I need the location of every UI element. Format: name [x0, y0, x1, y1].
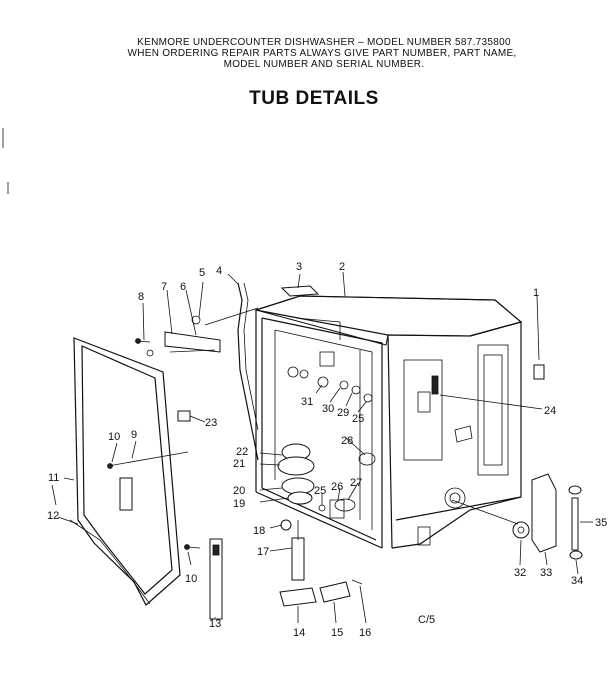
callout-17: 17 — [257, 546, 269, 558]
header-line-1: KENMORE UNDERCOUNTER DISHWASHER – MODEL … — [137, 37, 511, 48]
header-line-2: WHEN ORDERING REPAIR PARTS ALWAYS GIVE P… — [127, 48, 517, 59]
callout-10b: 10 — [185, 573, 197, 585]
callout-13: 13 — [209, 618, 221, 630]
callout-2: 2 — [339, 261, 345, 273]
callout-22: 22 — [236, 446, 248, 458]
callout-20: 20 — [233, 485, 245, 497]
callout-27: 27 — [350, 477, 362, 489]
tub-gasket-strip — [237, 282, 259, 461]
callout-7: 7 — [161, 281, 167, 293]
callout-14: 14 — [293, 627, 305, 639]
diagram-title: TUB DETAILS — [249, 88, 379, 109]
callout-18: 18 — [253, 525, 265, 537]
callout-29: 29 — [337, 407, 349, 419]
callout-31: 31 — [301, 396, 313, 408]
callout-25b: 25 — [314, 485, 326, 497]
callout-35: 35 — [595, 517, 607, 529]
callout-4: 4 — [216, 265, 222, 277]
callout-3: 3 — [296, 261, 302, 273]
top-left-hardware — [135, 307, 259, 357]
callout-24: 24 — [544, 405, 556, 417]
door-gasket — [69, 337, 191, 606]
callout-19: 19 — [233, 498, 245, 510]
leader-lines — [51, 271, 593, 624]
header-line-3: MODEL NUMBER AND SERIAL NUMBER. — [223, 59, 425, 70]
callout-23: 23 — [205, 417, 217, 429]
callout-8: 8 — [138, 291, 144, 303]
callout-28: 28 — [341, 435, 353, 447]
callout-16: 16 — [359, 627, 371, 639]
callout-26: 26 — [331, 481, 343, 493]
callout-6: 6 — [180, 281, 186, 293]
callout-1: 1 — [533, 287, 539, 299]
callout-32: 32 — [514, 567, 526, 579]
callout-30: 30 — [322, 403, 334, 415]
callout-labels: 1 2 3 4 5 6 7 8 9 10 11 12 13 14 15 16 1… — [47, 261, 607, 639]
callout-5: 5 — [199, 267, 205, 279]
callout-15: 15 — [331, 627, 343, 639]
callout-33: 33 — [540, 567, 552, 579]
tub-body — [254, 295, 523, 549]
top-bracket — [280, 285, 320, 297]
callout-11: 11 — [48, 472, 59, 484]
callout-9: 9 — [131, 429, 137, 441]
callout-12: 12 — [47, 510, 59, 522]
callout-21: 21 — [233, 458, 245, 470]
callout-10: 10 — [108, 431, 120, 443]
footer-code: C/5 — [418, 614, 435, 626]
callout-34: 34 — [571, 575, 583, 587]
bottom-hardware — [184, 519, 363, 620]
callout-25: 25 — [352, 413, 364, 425]
right-hardware — [512, 364, 583, 560]
